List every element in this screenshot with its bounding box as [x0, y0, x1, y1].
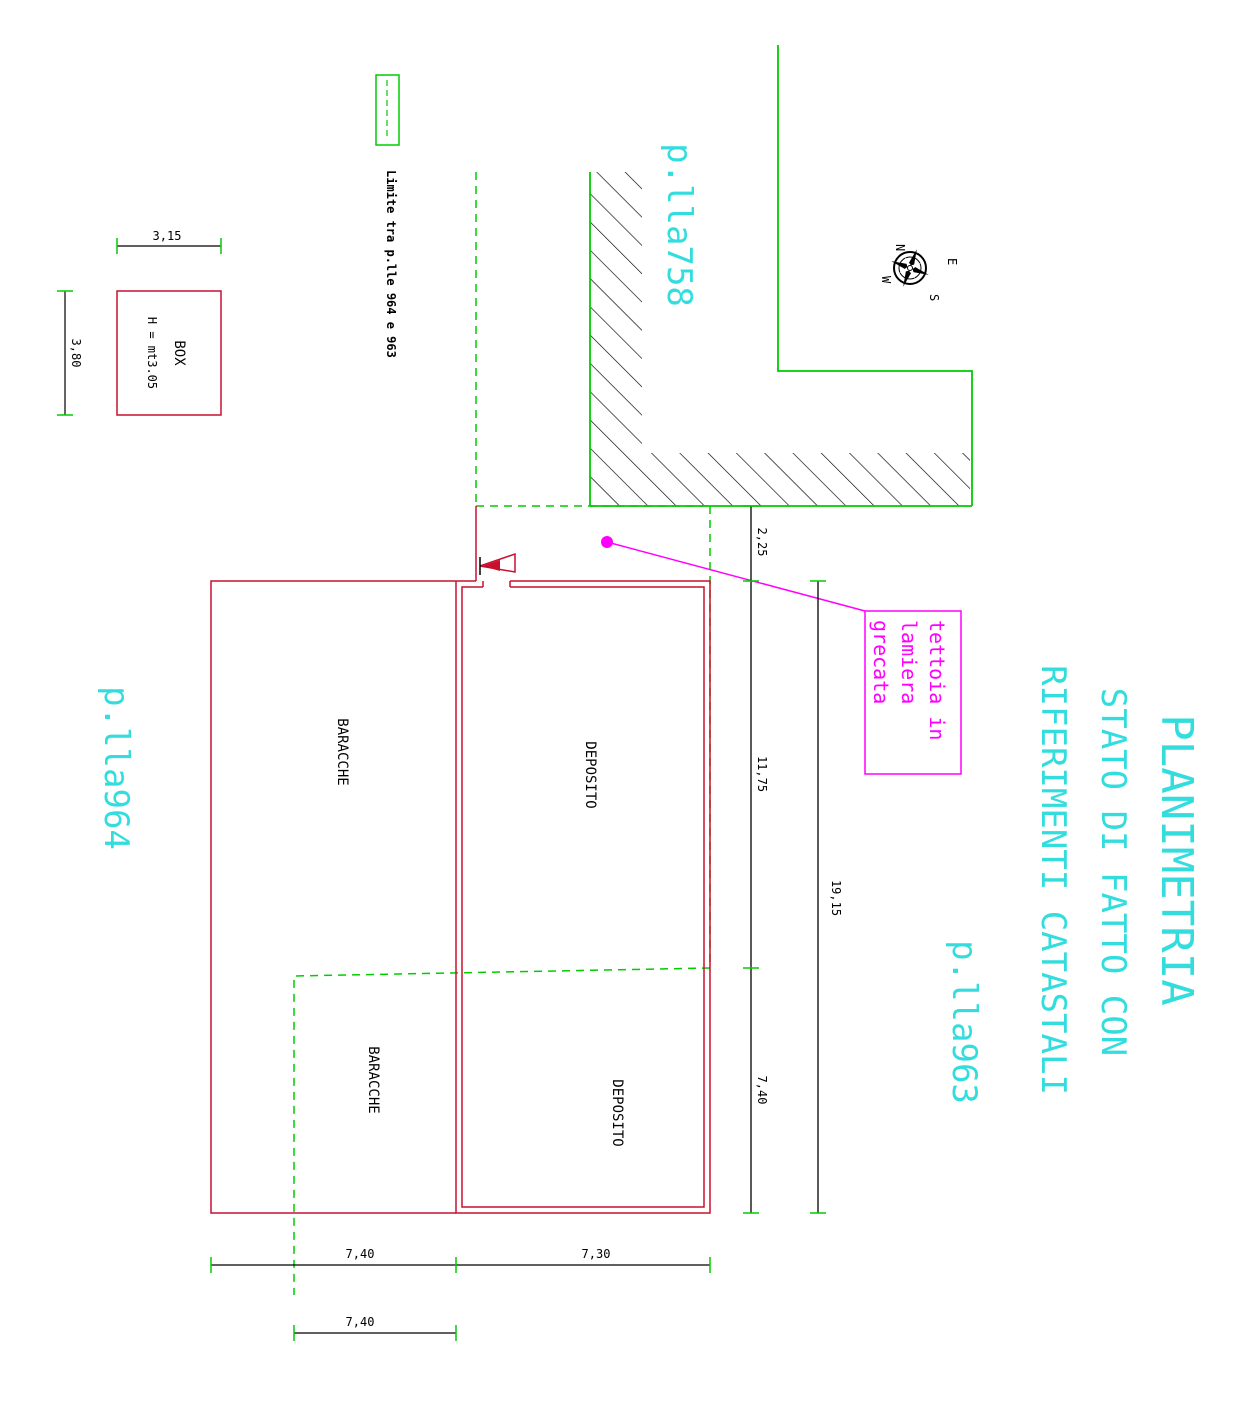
canopy-label-line-3: grecata: [869, 620, 893, 704]
box-depth-dimension: 3,80: [69, 339, 83, 368]
parcel-label-758: p.lla758: [659, 143, 699, 307]
entrance-marker: [479, 552, 516, 575]
deposito-inner-wall: [461, 586, 705, 1208]
main-buildings: [210, 506, 711, 1214]
canopy-label-line-1: tettoia in: [925, 620, 949, 740]
compass-s: S: [927, 294, 941, 301]
box-height: H = mt3.05: [145, 317, 159, 389]
parcel-label-964: p.lla964: [96, 686, 136, 850]
box-structure: BOX H = mt3.05 3,15 3,80: [57, 229, 222, 416]
title-line-3: RIFERIMENTI CATASTALI: [1033, 665, 1073, 1095]
legend-limit-symbol: [375, 74, 400, 146]
dimension-7-40-lower: 7,40: [346, 1315, 375, 1329]
dimension-11-75: 11,75: [755, 756, 769, 792]
canopy-label-box: [864, 610, 962, 775]
legend-limit-text: Limite tra p.lle 964 e 963: [384, 170, 398, 358]
dimension-7-40-right: 7,40: [755, 1076, 769, 1105]
dimension-chain-bottom: 7,40 7,30 7,40: [210, 1247, 711, 1341]
dimension-7-40-bottom-left: 7,40: [346, 1247, 375, 1261]
room-label-deposito-2: DEPOSITO: [609, 1079, 625, 1146]
parcel-limit-lines: [293, 172, 711, 1295]
drawing-title: PLANIMETRIA STATO DI FATTO CON RIFERIMEN…: [1033, 665, 1202, 1095]
hatched-area: [590, 172, 970, 506]
room-label-baracche-1: BARACCHE: [334, 718, 350, 785]
parcel-label-963: p.lla963: [944, 940, 984, 1104]
parcel-758-boundary: [777, 45, 973, 506]
dimension-chain-right: 2,25 11,75 7,40 19,15: [743, 505, 843, 1214]
compass-w: W: [879, 276, 893, 284]
canopy-label-line-2: lamiera: [897, 620, 921, 704]
box-label: BOX: [171, 340, 187, 366]
neighbour-building-758: [589, 45, 973, 507]
box-width-dimension: 3,15: [153, 229, 182, 243]
dimension-7-30-bottom-right: 7,30: [582, 1247, 611, 1261]
canopy-annotation: tettoia in lamiera grecata: [601, 536, 962, 775]
legend: Limite tra p.lle 964 e 963: [375, 74, 400, 358]
box-outline: [116, 290, 222, 416]
title-line-1: PLANIMETRIA: [1151, 714, 1202, 1005]
compass-e: E: [945, 258, 959, 265]
room-label-baracche-2: BARACCHE: [365, 1046, 381, 1113]
room-label-deposito-1: DEPOSITO: [582, 741, 598, 808]
title-line-2: STATO DI FATTO CON: [1093, 688, 1133, 1056]
dimension-19-15: 19,15: [829, 880, 843, 916]
compass-n: N: [893, 244, 907, 251]
dimension-2-25: 2,25: [755, 528, 769, 557]
compass-rose-icon: N E S W: [879, 244, 959, 301]
deposito-outer-wall: [455, 580, 711, 1214]
baracche-outline: [210, 580, 456, 1214]
